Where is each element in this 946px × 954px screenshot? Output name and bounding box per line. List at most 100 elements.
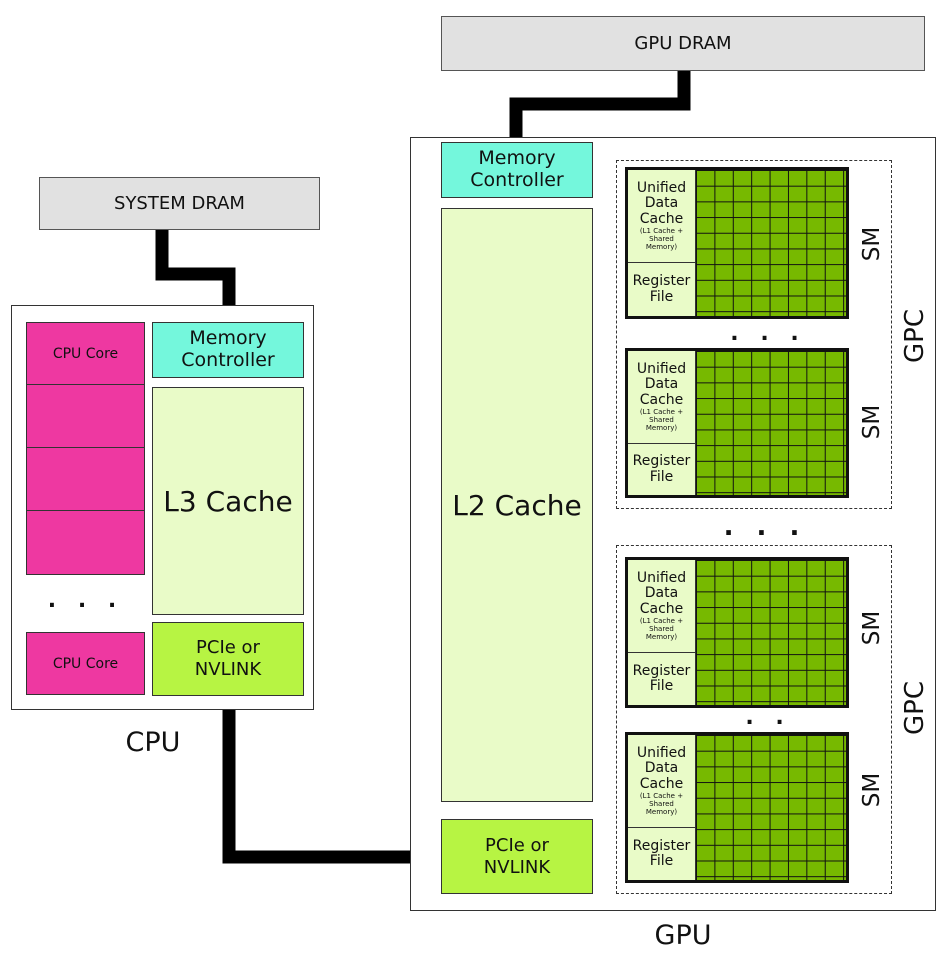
system-dram-label: SYSTEM DRAM <box>114 193 245 214</box>
between-gpcs-ellipsis: . . . <box>690 512 840 542</box>
cpu-memory-controller-line-1: Memory <box>189 327 267 350</box>
sm-label-text: SM <box>858 772 885 808</box>
cpu-interconnect-line-1: PCIe or <box>196 637 260 659</box>
register-file-line-2: File <box>649 678 674 694</box>
sm-label: SM <box>852 610 892 646</box>
cache-note-line-1: (L1 Cache + <box>639 792 684 801</box>
cpu-core-block <box>26 510 145 575</box>
cpu-core-bottom: CPU Core <box>26 632 145 695</box>
unified-data-cache-line-2: Data <box>644 376 679 393</box>
gpc-2-label-text: GPC <box>900 681 931 735</box>
gpu-dram-to-memory-controller-wire <box>509 70 691 143</box>
gpu-caption-text: GPU <box>654 919 712 951</box>
gpu-interconnect-line-2: NVLINK <box>483 856 551 878</box>
gpc-1-label-text: GPC <box>900 309 931 363</box>
gpc-1-label: GPC <box>895 309 935 363</box>
register-file-line-2: File <box>649 853 674 869</box>
register-file: Register File <box>628 828 696 880</box>
gpc-2 <box>616 545 892 894</box>
cache-note-line-3: Memory) <box>645 633 678 642</box>
unified-data-cache: Unified Data Cache (L1 Cache + Shared Me… <box>628 735 696 828</box>
sm-label: SM <box>852 404 892 440</box>
cpu-core-bottom-label: CPU Core <box>52 655 119 672</box>
cache-note-line-1: (L1 Cache + <box>639 227 684 236</box>
unified-data-cache-line-3: Cache <box>639 210 684 227</box>
unified-data-cache-line-2: Data <box>644 195 679 212</box>
cpu-core-top-label: CPU Core <box>52 345 119 362</box>
system-dram: SYSTEM DRAM <box>39 177 320 230</box>
sm-core-grid <box>696 735 846 880</box>
sm-core-grid <box>696 560 846 705</box>
gpc-2-sm-ellipsis: . . <box>693 704 843 730</box>
gpu-dram: GPU DRAM <box>441 16 925 71</box>
unified-data-cache-line-1: Unified <box>636 569 687 586</box>
sm-label: SM <box>852 772 892 808</box>
cpu-caption-text: CPU <box>125 726 181 758</box>
sm: Unified Data Cache (L1 Cache + Shared Me… <box>625 732 849 883</box>
cpu-memory-controller: Memory Controller <box>152 322 304 378</box>
cpu-core-block <box>26 447 145 511</box>
unified-data-cache-line-3: Cache <box>639 775 684 792</box>
gpu-caption: GPU <box>633 916 733 954</box>
l2-cache-label: L2 Cache <box>452 488 582 522</box>
gpc-1-sm-ellipsis: . . . <box>693 320 843 346</box>
sm-core-grid <box>696 170 846 316</box>
cache-note-line-2: Shared <box>649 235 674 244</box>
register-file-line-1: Register <box>632 273 691 290</box>
unified-data-cache-line-1: Unified <box>636 179 687 196</box>
cache-note-line-1: (L1 Cache + <box>639 617 684 626</box>
between-gpcs-ellipsis-text: . . . <box>723 512 807 542</box>
gpu-memory-controller: Memory Controller <box>441 142 593 198</box>
unified-data-cache: Unified Data Cache (L1 Cache + Shared Me… <box>628 351 696 444</box>
register-file-line-1: Register <box>632 662 691 679</box>
l2-cache: L2 Cache <box>441 208 593 802</box>
cpu-memory-controller-line-2: Controller <box>181 349 275 371</box>
register-file-line-2: File <box>649 288 674 305</box>
cache-note-line-3: Memory) <box>645 808 678 817</box>
cpu-caption: CPU <box>103 722 203 762</box>
unified-data-cache-line-3: Cache <box>639 391 684 408</box>
sm-label: SM <box>852 226 892 262</box>
gpc-2-label: GPC <box>895 681 935 735</box>
sm-label-text: SM <box>858 404 885 440</box>
unified-data-cache-line-2: Data <box>644 760 679 777</box>
gpc-1-sm-ellipsis-text: . . . <box>730 320 806 346</box>
gpu-interconnect: PCIe or NVLINK <box>441 819 593 894</box>
gpu-interconnect-line-1: PCIe or <box>485 834 549 856</box>
unified-data-cache-line-2: Data <box>644 585 679 602</box>
sm-core-grid <box>696 351 846 495</box>
unified-data-cache-line-3: Cache <box>639 600 684 617</box>
register-file: Register File <box>628 653 696 705</box>
cpu-interconnect: PCIe or NVLINK <box>152 622 304 696</box>
gpu-memory-controller-line-2: Controller <box>470 169 564 191</box>
cpu-interconnect-line-2: NVLINK <box>194 659 262 680</box>
register-file-line-1: Register <box>632 453 691 470</box>
cpu-core-top: CPU Core <box>26 322 145 385</box>
cpu-to-gpu-interconnect-wire <box>222 697 441 864</box>
cache-note-line-2: Shared <box>649 625 674 634</box>
sm-label-text: SM <box>858 226 885 262</box>
sm: Unified Data Cache (L1 Cache + Shared Me… <box>625 348 849 498</box>
gpc-2-sm-ellipsis-text: . . <box>745 704 791 730</box>
cache-note-line-3: Memory) <box>645 424 678 433</box>
cpu-core-ellipsis: . . . <box>26 585 145 615</box>
unified-data-cache-line-1: Unified <box>636 360 687 377</box>
unified-data-cache: Unified Data Cache (L1 Cache + Shared Me… <box>628 560 696 653</box>
gpc-1 <box>616 160 892 509</box>
sm-label-text: SM <box>858 610 885 646</box>
sm: Unified Data Cache (L1 Cache + Shared Me… <box>625 167 849 319</box>
register-file-line-1: Register <box>632 837 691 854</box>
cpu-core-block <box>26 384 145 448</box>
register-file-line-2: File <box>649 468 674 485</box>
unified-data-cache-line-1: Unified <box>636 744 687 761</box>
cpu-core-ellipsis-text: . . . <box>47 587 124 613</box>
cache-note-line-1: (L1 Cache + <box>639 408 684 417</box>
register-file: Register File <box>628 263 696 316</box>
cache-note-line-3: Memory) <box>645 243 678 252</box>
system-dram-to-memory-controller-wire <box>155 229 236 322</box>
register-file: Register File <box>628 444 696 495</box>
l3-cache: L3 Cache <box>152 387 304 615</box>
sm: Unified Data Cache (L1 Cache + Shared Me… <box>625 557 849 708</box>
